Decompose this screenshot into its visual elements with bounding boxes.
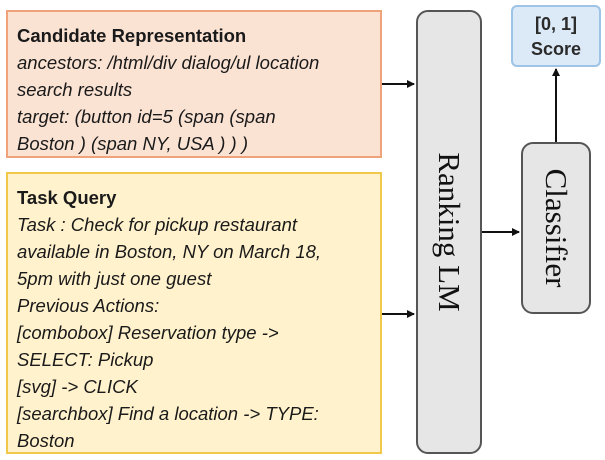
candidate-line: target: (button id=5 (span (span	[17, 106, 276, 127]
classifier-block: Classifier	[521, 142, 591, 314]
score-range: [0, 1]	[534, 14, 577, 34]
task-title: Task Query	[17, 187, 117, 208]
candidate-line: ancestors: /html/div dialog/ul location	[17, 52, 320, 73]
task-line: Boston	[17, 430, 75, 451]
candidate-representation-box: Candidate Representation ancestors: /htm…	[6, 10, 382, 158]
task-line: [svg] -> CLICK	[17, 376, 138, 397]
candidate-line: Boston ) (span NY, USA ) ) )	[17, 133, 248, 154]
task-line: [searchbox] Find a location -> TYPE:	[17, 403, 319, 424]
task-line: available in Boston, NY on March 18,	[17, 241, 322, 262]
candidate-line: search results	[17, 79, 133, 100]
task-query-box: Task Query Task : Check for pickup resta…	[6, 172, 382, 454]
score-label: Score	[530, 39, 582, 59]
task-line: 5pm with just one guest	[17, 268, 212, 289]
score-box: [0, 1] Score	[511, 5, 601, 67]
ranking-lm-block: Ranking LM	[416, 10, 482, 454]
task-line: SELECT: Pickup	[17, 349, 154, 370]
candidate-title: Candidate Representation	[17, 25, 247, 46]
task-line: [combobox] Reservation type ->	[17, 322, 279, 343]
task-line: Task : Check for pickup restaurant	[17, 214, 298, 235]
task-line: Previous Actions:	[17, 295, 160, 316]
